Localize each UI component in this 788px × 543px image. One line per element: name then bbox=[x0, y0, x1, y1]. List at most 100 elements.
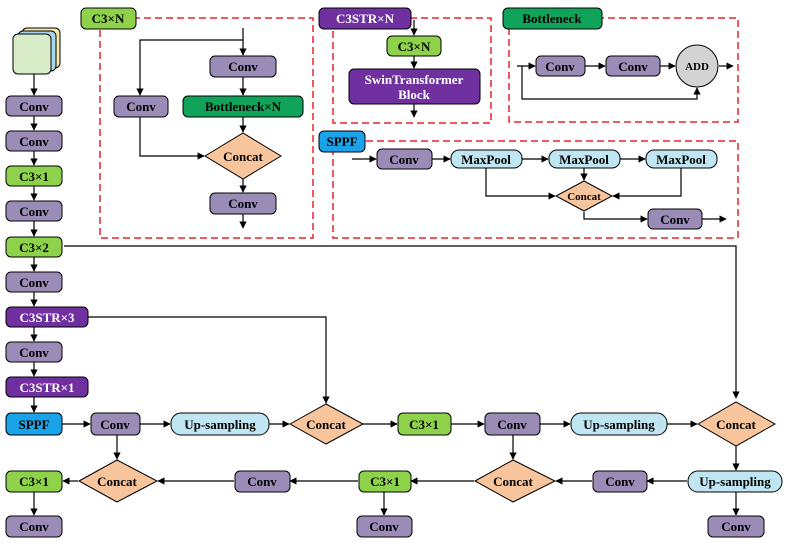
c3n-tag: C3×N bbox=[80, 7, 137, 30]
svg-text:Up-sampling: Up-sampling bbox=[184, 417, 256, 432]
backbone-sppf: SPPF bbox=[5, 412, 63, 436]
output-conv-middle: Conv bbox=[356, 515, 413, 538]
svg-text:Conv: Conv bbox=[247, 474, 277, 489]
c3n-conv-top: Conv bbox=[209, 55, 277, 78]
backbone-conv-4: Conv bbox=[5, 271, 63, 293]
backbone-conv-2: Conv bbox=[5, 130, 63, 152]
connectors bbox=[30, 20, 740, 516]
head-c3-middle: C3×1 bbox=[358, 470, 412, 493]
bottleneck-add: ADD bbox=[675, 44, 719, 88]
svg-text:Conv: Conv bbox=[19, 99, 49, 114]
sppf-maxpool-2: MaxPool bbox=[548, 149, 621, 169]
svg-text:Conv: Conv bbox=[389, 152, 419, 167]
svg-text:Bottleneck: Bottleneck bbox=[522, 11, 582, 26]
c3n-panel: C3×N Conv Conv Bottleneck×N Concat Conv bbox=[80, 7, 304, 215]
svg-text:Conv: Conv bbox=[618, 59, 648, 74]
c3str-panel-border bbox=[332, 17, 492, 124]
svg-text:Up-sampling: Up-sampling bbox=[583, 417, 655, 432]
svg-text:Conv: Conv bbox=[369, 519, 399, 534]
backbone: Conv Conv C3×1 Conv C3×2 Conv C3STR×3 C bbox=[5, 95, 89, 436]
c3n-conv-bottom: Conv bbox=[209, 192, 277, 215]
head-conv-left: Conv bbox=[234, 470, 291, 493]
c3str-panel: C3STR×N C3×N SwinTransformer Block bbox=[318, 7, 481, 105]
svg-text:Conv: Conv bbox=[19, 204, 49, 219]
svg-text:Conv: Conv bbox=[605, 474, 635, 489]
head-conv-right: Conv bbox=[592, 470, 648, 493]
sppf-maxpool-1: MaxPool bbox=[450, 149, 523, 169]
svg-text:Bottleneck×N: Bottleneck×N bbox=[205, 99, 282, 114]
neck-conv-1: Conv bbox=[90, 412, 141, 436]
output-conv-left: Conv bbox=[5, 515, 63, 538]
svg-text:Conv: Conv bbox=[19, 275, 49, 290]
svg-text:C3×N: C3×N bbox=[92, 11, 125, 26]
svg-text:SPPF: SPPF bbox=[326, 134, 357, 149]
svg-text:Block: Block bbox=[398, 87, 431, 102]
c3str-swin-block: SwinTransformer Block bbox=[348, 68, 481, 105]
c3str-tag: C3STR×N bbox=[318, 7, 412, 30]
svg-text:C3×1: C3×1 bbox=[409, 417, 439, 432]
svg-text:Conv: Conv bbox=[721, 519, 751, 534]
svg-text:Conv: Conv bbox=[660, 212, 690, 227]
svg-text:C3×2: C3×2 bbox=[19, 240, 49, 255]
neck-concat-1: Concat bbox=[288, 403, 365, 445]
c3str-c3n: C3×N bbox=[386, 35, 442, 57]
svg-text:SPPF: SPPF bbox=[18, 417, 49, 432]
svg-text:MaxPool: MaxPool bbox=[559, 152, 609, 167]
head-c3-left: C3×1 bbox=[5, 470, 63, 493]
backbone-c3str-1: C3STR×1 bbox=[5, 376, 89, 398]
sppf-conv-out: Conv bbox=[647, 208, 703, 230]
bottleneck-panel-border bbox=[508, 17, 739, 123]
outputs: Conv Conv Conv bbox=[5, 515, 765, 538]
svg-text:C3STR×N: C3STR×N bbox=[336, 11, 395, 26]
svg-text:Conv: Conv bbox=[228, 59, 258, 74]
c3n-conv-left: Conv bbox=[113, 95, 169, 118]
svg-text:SwinTransformer: SwinTransformer bbox=[365, 72, 464, 87]
sppf-maxpool-3: MaxPool bbox=[645, 149, 718, 169]
svg-text:Concat: Concat bbox=[97, 474, 137, 489]
svg-text:C3×1: C3×1 bbox=[19, 474, 49, 489]
backbone-conv-1: Conv bbox=[5, 95, 63, 117]
svg-text:Conv: Conv bbox=[19, 519, 49, 534]
head-concat-middle: Concat bbox=[473, 459, 557, 503]
neck-row-1: Conv Up-sampling Concat C3×1 Conv Up-sam… bbox=[90, 401, 777, 447]
backbone-conv-5: Conv bbox=[5, 341, 63, 363]
svg-text:Concat: Concat bbox=[223, 149, 263, 164]
sppf-tag: SPPF bbox=[318, 130, 366, 153]
sppf-panel: SPPF Conv MaxPool MaxPool MaxPool Concat… bbox=[318, 130, 718, 230]
neck-concat-2: Concat bbox=[697, 401, 777, 447]
svg-text:Conv: Conv bbox=[100, 417, 130, 432]
svg-text:C3STR×3: C3STR×3 bbox=[19, 310, 75, 325]
svg-text:MaxPool: MaxPool bbox=[656, 152, 706, 167]
bottleneck-panel: Bottleneck Conv Conv ADD bbox=[502, 7, 719, 88]
svg-text:C3×N: C3×N bbox=[398, 39, 431, 54]
svg-text:MaxPool: MaxPool bbox=[461, 152, 511, 167]
svg-text:Conv: Conv bbox=[545, 59, 575, 74]
svg-text:Conv: Conv bbox=[228, 196, 258, 211]
backbone-c3str-3: C3STR×3 bbox=[5, 306, 89, 328]
svg-text:Up-sampling: Up-sampling bbox=[699, 474, 771, 489]
svg-text:C3×1: C3×1 bbox=[19, 169, 49, 184]
neck-c3-1: C3×1 bbox=[397, 412, 452, 436]
svg-text:Concat: Concat bbox=[306, 417, 346, 432]
sppf-conv: Conv bbox=[376, 148, 433, 170]
bottleneck-conv-1: Conv bbox=[535, 55, 586, 77]
svg-text:Conv: Conv bbox=[126, 99, 156, 114]
neck-row-2: C3×1 Concat Conv C3×1 Concat Conv Up-sam… bbox=[5, 459, 783, 503]
c3n-concat: Concat bbox=[204, 132, 282, 180]
stacked-images-icon bbox=[12, 27, 61, 75]
neck-upsampling-2: Up-sampling bbox=[570, 412, 668, 436]
bottleneck-conv-2: Conv bbox=[605, 55, 661, 77]
neck-conv-2: Conv bbox=[484, 412, 541, 436]
svg-text:ADD: ADD bbox=[685, 61, 709, 73]
backbone-c3-2: C3×2 bbox=[5, 236, 63, 258]
neck-upsampling-1: Up-sampling bbox=[170, 412, 270, 436]
svg-text:Concat: Concat bbox=[716, 417, 756, 432]
c3n-panel-border bbox=[99, 17, 314, 239]
bottleneck-tag: Bottleneck bbox=[502, 7, 603, 30]
svg-text:Conv: Conv bbox=[19, 134, 49, 149]
svg-text:C3×1: C3×1 bbox=[370, 474, 400, 489]
head-upsampling: Up-sampling bbox=[687, 470, 783, 493]
c3n-bottleneck: Bottleneck×N bbox=[182, 95, 304, 118]
svg-text:Conv: Conv bbox=[497, 417, 527, 432]
